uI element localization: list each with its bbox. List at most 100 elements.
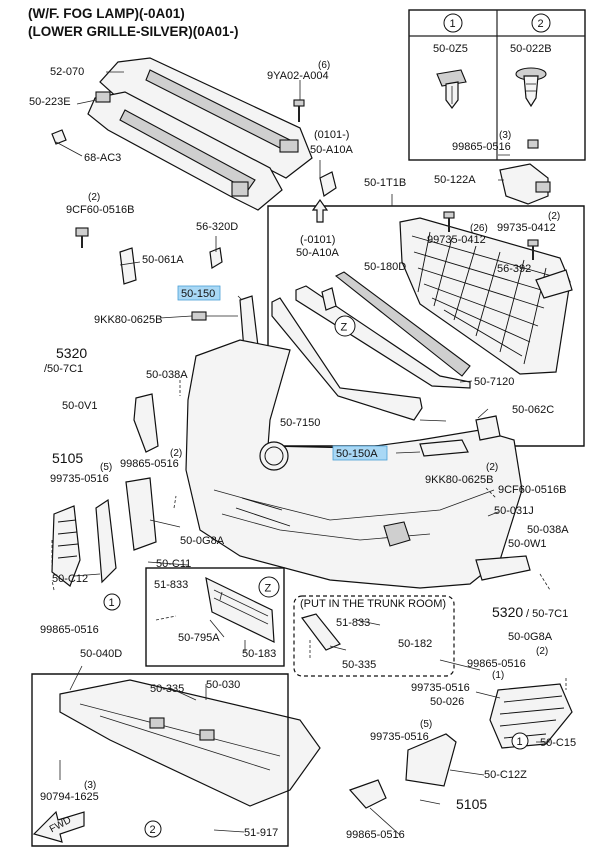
fastener-legend: 1 2 50-0Z5 50-022B: [408, 9, 586, 161]
label-99865-e: 99865-0516: [346, 829, 405, 841]
label-qty-3a: (3): [499, 130, 511, 141]
cover-5105-icon: [348, 779, 387, 809]
legend-c2-label: 2: [538, 18, 544, 30]
label-50-0g8a-left: 50-0G8A: [180, 535, 225, 547]
ref-z-upper-label: Z: [341, 322, 348, 334]
label-qty-1a: (1): [492, 670, 504, 681]
bracket-50-0w1-part: [475, 555, 531, 581]
label-0101-from: (0101-): [314, 129, 349, 141]
label-50-7120: 50-7120: [474, 376, 514, 388]
part-50-182-icon: [300, 613, 341, 651]
label-99735-0516-a: 99735-0516: [50, 473, 109, 485]
legend-part-2: 50-022B: [510, 43, 552, 55]
trunk-room-frame: [293, 595, 455, 677]
bracket-50-0v1-part: [133, 393, 159, 453]
label-9cf60-a: 9CF60-0516B: [66, 204, 135, 216]
label-50-0g8a-right: 50-0G8A: [508, 631, 553, 643]
label-ref-2-bottom: 2: [150, 824, 156, 836]
fog-bezel-50-c12z-part: [405, 733, 457, 787]
label-99735-0516-c: 99735-0516: [370, 731, 429, 743]
label-99865-d: 99865-0516: [467, 658, 526, 670]
label-qty-26: (26): [470, 223, 488, 234]
label-50-061a: 50-061A: [142, 254, 184, 266]
label-qty-6: (6): [318, 60, 330, 71]
hook-56-320d-icon: [209, 247, 223, 269]
label-51-833-left: 51-833: [154, 579, 188, 591]
label-trunk-room: (PUT IN THE TRUNK ROOM): [300, 598, 446, 610]
highlight-50-150: [177, 285, 221, 301]
label-56-392: 56-392: [497, 263, 531, 275]
ref-z-lower-label: Z: [265, 583, 272, 595]
license-bracket-part: [205, 576, 275, 643]
clip-68-ac3-icon: [51, 129, 67, 145]
label-99865-b: 99865-0516: [120, 458, 179, 470]
bracket-50-150a-part: [419, 439, 469, 457]
ref-circle-1-right: [511, 732, 529, 750]
label-9kk80-b: 9KK80-0625B: [425, 474, 494, 486]
bracket-56-392-part: [535, 269, 573, 299]
label-50-026: 50-026: [430, 696, 464, 708]
label-qty-5a: (5): [100, 462, 112, 473]
legend-circle-1: [443, 13, 463, 33]
label-ref-1-left: 1: [109, 597, 115, 609]
label-qty-2a: (2): [88, 192, 100, 203]
ref-circle-z-lower: [258, 576, 280, 598]
legend-circle-2: [531, 13, 551, 33]
label-qty-2e: (2): [536, 646, 548, 657]
license-bracket-frame: [145, 567, 285, 667]
label-99865-a: 99865-0516: [452, 141, 511, 153]
label-50-c12: 50-C12: [52, 573, 88, 585]
label-68-ac3: 68-AC3: [84, 152, 121, 164]
bracket-50-062c-part: [475, 415, 501, 441]
callout-labels: 52-070 (6) 9YA02-A004 50-223E 68-AC3 (01…: [29, 60, 576, 841]
upper-grille-part: [399, 217, 571, 375]
label-5105-lower: 5105: [456, 796, 487, 812]
label-50-335-right: 50-335: [342, 659, 376, 671]
label-qty-2d: (2): [486, 462, 498, 473]
label-qty-3b: (3): [84, 780, 96, 791]
forward-arrow-icon: [311, 198, 329, 223]
label-50-c11: 50-C11: [156, 558, 191, 570]
label-90794-1625: 90794-1625: [40, 791, 99, 803]
clip-50-0z5-icon: [436, 69, 467, 109]
label-50-a10a-upper: 50-A10A: [310, 144, 353, 156]
fog-cover-right-part: [489, 683, 573, 749]
label-50-031j: 50-031J: [494, 505, 534, 517]
label-ref-1-right: 1: [517, 736, 523, 748]
label-52-070: 52-070: [50, 66, 84, 78]
bracket-50-0g8a-part: [125, 477, 157, 551]
label-50-038a-upper: 50-038A: [146, 369, 188, 381]
label-qty-2c: (2): [170, 448, 182, 459]
label-9kk80-a: 9KK80-0625B: [94, 314, 163, 326]
label-99735-0412-b: 99735-0412: [497, 222, 556, 234]
highlight-50-150a: [332, 445, 388, 461]
cap-50-a10a-icon: [321, 287, 337, 311]
label-99735-0516-b: 99735-0516: [411, 682, 470, 694]
cover-50-c11-part: [95, 498, 117, 584]
label-50-0v1: 50-0V1: [62, 400, 97, 412]
label-50-182: 50-182: [398, 638, 432, 650]
label-50-7c1-upper: /50-7C1: [44, 363, 83, 375]
label-50-223e: 50-223E: [29, 96, 71, 108]
label-56-320d: 56-320D: [196, 221, 238, 233]
bracket-50-122a-part: [499, 139, 551, 205]
label-50-030: 50-030: [206, 679, 240, 691]
molding-50-180d-part: [334, 271, 471, 377]
label-50-c12z: 50-C12Z: [484, 769, 527, 781]
bumper-reinforcement-part: [87, 57, 313, 211]
label-5105-upper: 5105: [52, 450, 83, 466]
label-50-c15: 50-C15: [540, 737, 576, 749]
label-0101-to: (-0101): [300, 234, 335, 246]
clip-50-022b-icon: [515, 67, 547, 108]
legend-c1-label: 1: [450, 18, 456, 30]
label-50-795a: 50-795A: [178, 632, 220, 644]
label-50-150: 50-150: [181, 288, 215, 300]
ref-circle-z-upper: [334, 315, 356, 337]
ref-circle-2-bottom: [144, 820, 162, 838]
part-50-a10a-icon: [319, 171, 337, 197]
label-50-1t1b: 50-1T1B: [364, 177, 406, 189]
label-9ya02-a004: 9YA02-A004: [267, 70, 329, 82]
label-50-062c: 50-062C: [512, 404, 554, 416]
label-5320-upper: 5320: [56, 345, 87, 361]
